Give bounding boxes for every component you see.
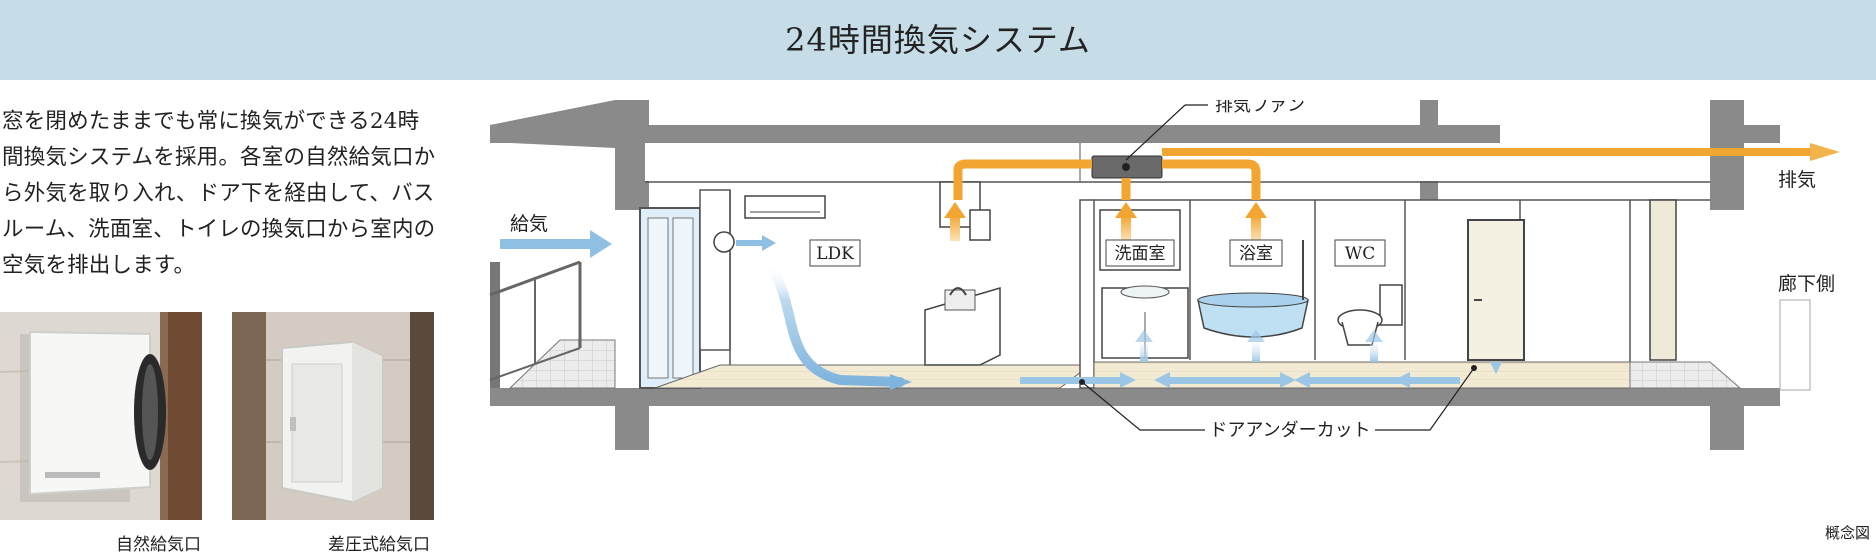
exhaust-arrows <box>944 202 1267 241</box>
label-door-undercut: ドアアンダーカット <box>1209 420 1370 441</box>
photo-caption-pressure: 差圧式給気口 <box>328 535 430 555</box>
pressure-inlet-photo <box>232 312 434 520</box>
label-exhaust-fan: 排気ファン <box>1215 100 1305 116</box>
ventilation-diagram: LDK 洗面室 浴室 WC 排気ファン 給気 排気 廊下側 ドアアンダーカット … <box>489 100 1870 542</box>
label-exhaust: 排気 <box>1778 169 1816 191</box>
label-intake: 給気 <box>510 213 548 235</box>
label-ldk: LDK <box>816 244 854 264</box>
description-text: 窓を閉めたままでも常に換気ができる24時間換気システムを採用。各室の自然給気口か… <box>2 109 436 278</box>
label-bathroom: 浴室 <box>1239 244 1273 264</box>
photo-caption-natural: 自然給気口 <box>116 535 201 555</box>
page-title: 24時間換気システム <box>785 21 1091 59</box>
natural-inlet-photo <box>0 312 202 520</box>
header-bar: 24時間換気システム <box>0 0 1876 80</box>
label-wc: WC <box>1345 244 1375 264</box>
label-corridor-side: 廊下側 <box>1778 273 1835 295</box>
label-concept-note: 概念図 <box>1825 524 1870 542</box>
label-washroom: 洗面室 <box>1115 244 1166 264</box>
